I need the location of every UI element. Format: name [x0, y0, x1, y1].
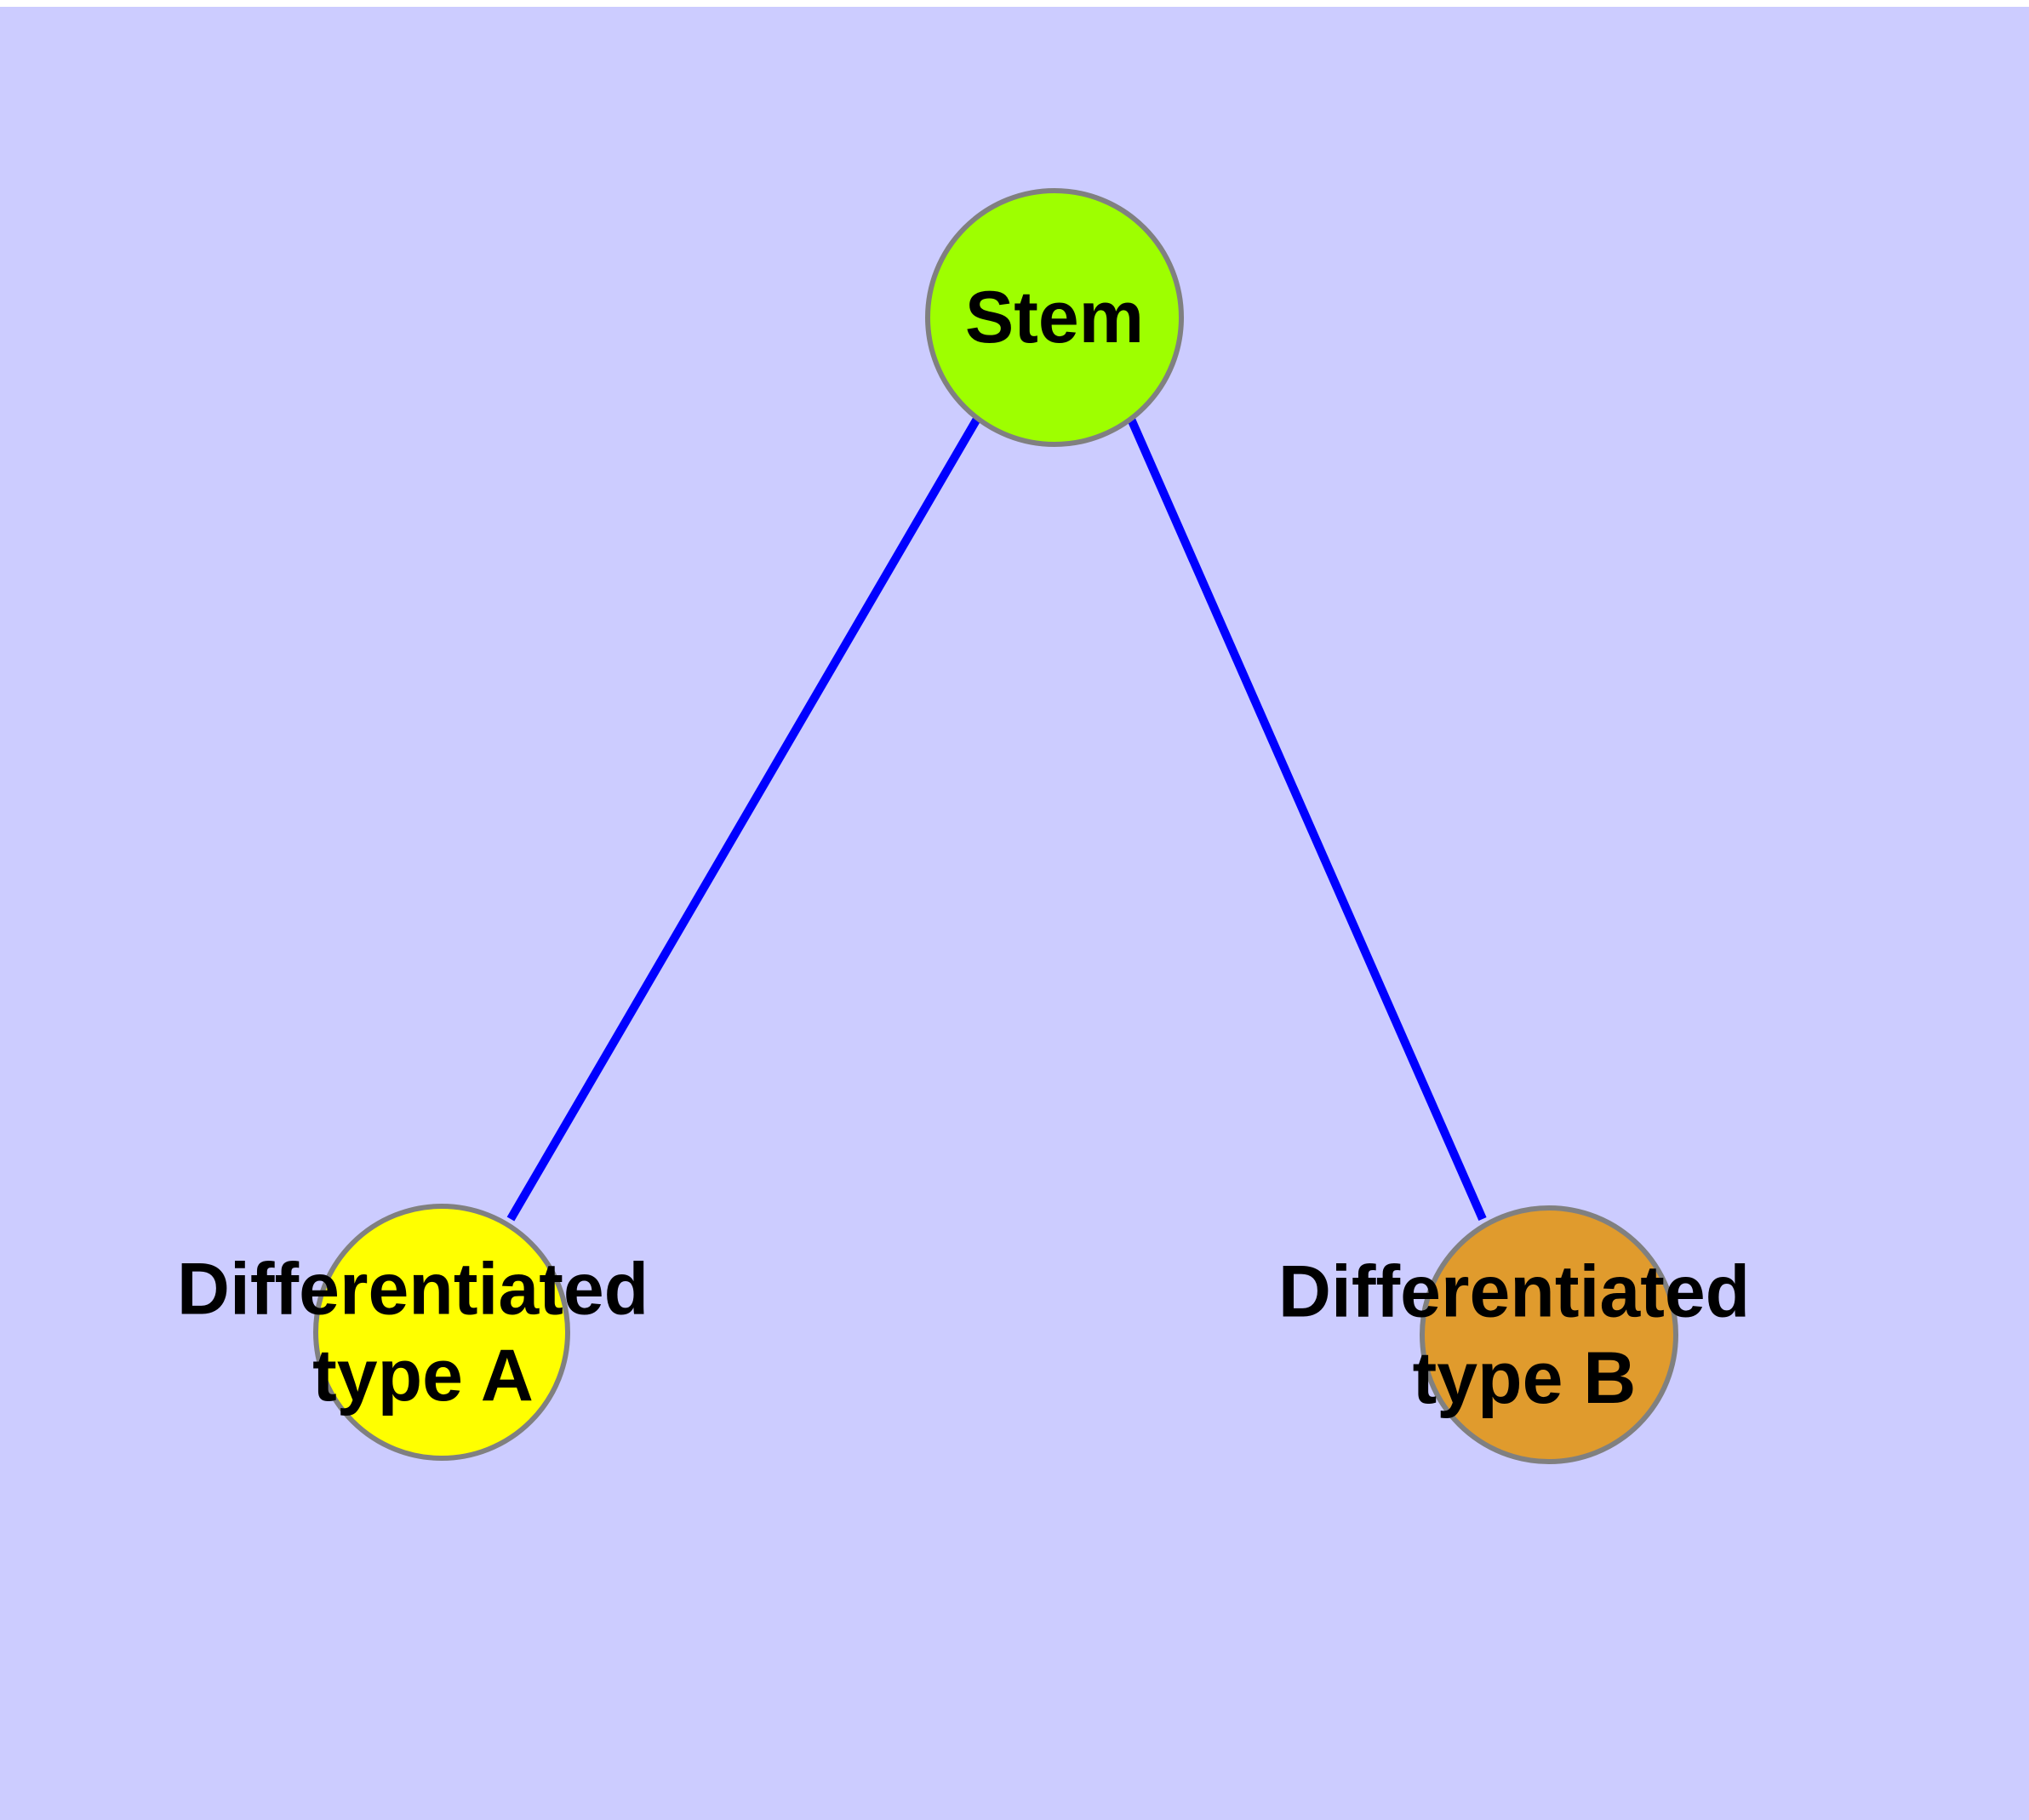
edges-layer: [506, 415, 1487, 1222]
labels-layer: Stem Differentiated type A Differentiate…: [177, 277, 1770, 1419]
edge-stem-to-differentiated-type-b[interactable]: [1126, 415, 1487, 1222]
node-label-differentiated-type-b-line-1: Differentiated: [1278, 1251, 1750, 1333]
node-label-differentiated-type-b-line-2: type B: [1413, 1337, 1637, 1419]
node-label-differentiated-type-a-line-1: Differentiated: [177, 1249, 649, 1331]
edge-stem-to-differentiated-type-a[interactable]: [506, 416, 981, 1222]
node-stem[interactable]: [925, 188, 1184, 447]
node-label-differentiated-type-a-line-2: type A: [312, 1335, 534, 1417]
node-label-differentiated-type-b: Differentiated type B: [1278, 1251, 1770, 1419]
node-differentiated-type-b[interactable]: [1420, 1205, 1678, 1464]
node-label-differentiated-type-a: Differentiated type A: [177, 1249, 669, 1417]
node-differentiated-type-a[interactable]: [313, 1204, 570, 1461]
node-label-stem-line-1: Stem: [965, 277, 1144, 358]
node-label-stem: Stem: [965, 277, 1144, 358]
nodes-layer: [313, 188, 1678, 1464]
